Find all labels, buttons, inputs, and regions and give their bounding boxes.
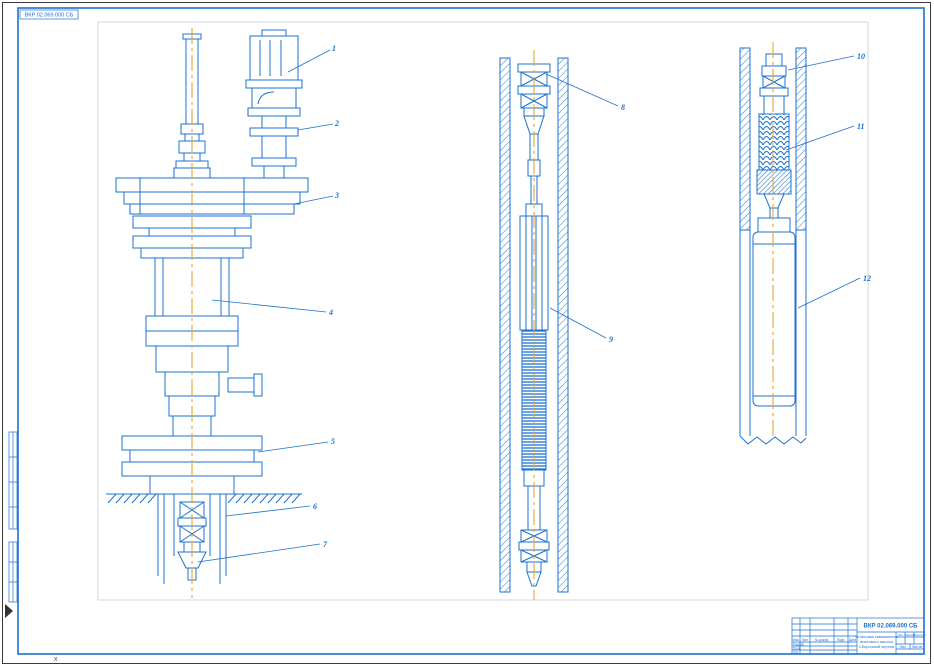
drawing-frame (17, 7, 925, 655)
title-block-col-header: Изм. (793, 638, 800, 642)
title-block-row-label: Утв. (793, 651, 799, 655)
callout-label: 12 (863, 274, 871, 283)
margin-stamps: x (5, 431, 58, 663)
title-block-scale-label: Масштаб (913, 633, 926, 637)
callout-label: 4 (328, 308, 333, 317)
title-block-sheet-label: Лист (900, 645, 907, 649)
title-block-row-label: Разраб. (793, 643, 805, 647)
title-block: ВКР 02.069.000 СБ Установка скважинного … (791, 617, 926, 655)
title-block-title-line: Установка скважинного (855, 634, 899, 639)
view-surface-drive-assembly: 1 2 3 4 5 6 7 (106, 28, 339, 598)
title-block-mass-label: Масса (905, 633, 914, 637)
view-downhole-pump-section: 8 9 (499, 50, 625, 600)
callout-label: 1 (332, 44, 336, 53)
title-block-sheets-label: Листов (912, 645, 923, 649)
title-block-col-header: № докум. (815, 638, 829, 642)
corner-cross-mark: x (54, 656, 58, 663)
callout-label: 2 (334, 119, 339, 128)
margin-arrow-mark (5, 604, 13, 618)
title-block-col-header: Дата (849, 638, 856, 642)
callout-label: 5 (331, 437, 335, 446)
corner-stamp: ВКР 02.069.000 СБ (19, 9, 79, 20)
title-block-title-line: винтового насоса (860, 639, 893, 644)
corner-stamp-text: ВКР 02.069.000 СБ (25, 13, 74, 19)
callout-label: 10 (857, 52, 865, 61)
drawing-area-border (97, 21, 869, 601)
callout-label: 7 (323, 540, 328, 549)
title-block-col-header: Лист (802, 638, 809, 642)
callout-label: 11 (857, 122, 865, 131)
title-block-title-line: Сборочный чертеж (859, 644, 895, 649)
callout-label: 6 (313, 502, 317, 511)
callout-label: 8 (621, 103, 625, 112)
callout-label: 3 (334, 191, 339, 200)
callout-label: 9 (609, 335, 613, 344)
title-block-row-label: Пров. (793, 647, 802, 651)
title-block-col-header: Подп. (837, 638, 846, 642)
title-block-doc-number: ВКР 02.069.000 СБ (863, 624, 918, 630)
view-downhole-motor-section: 10 11 12 (739, 42, 871, 445)
title-block-lit-label: Лит. (898, 633, 904, 637)
